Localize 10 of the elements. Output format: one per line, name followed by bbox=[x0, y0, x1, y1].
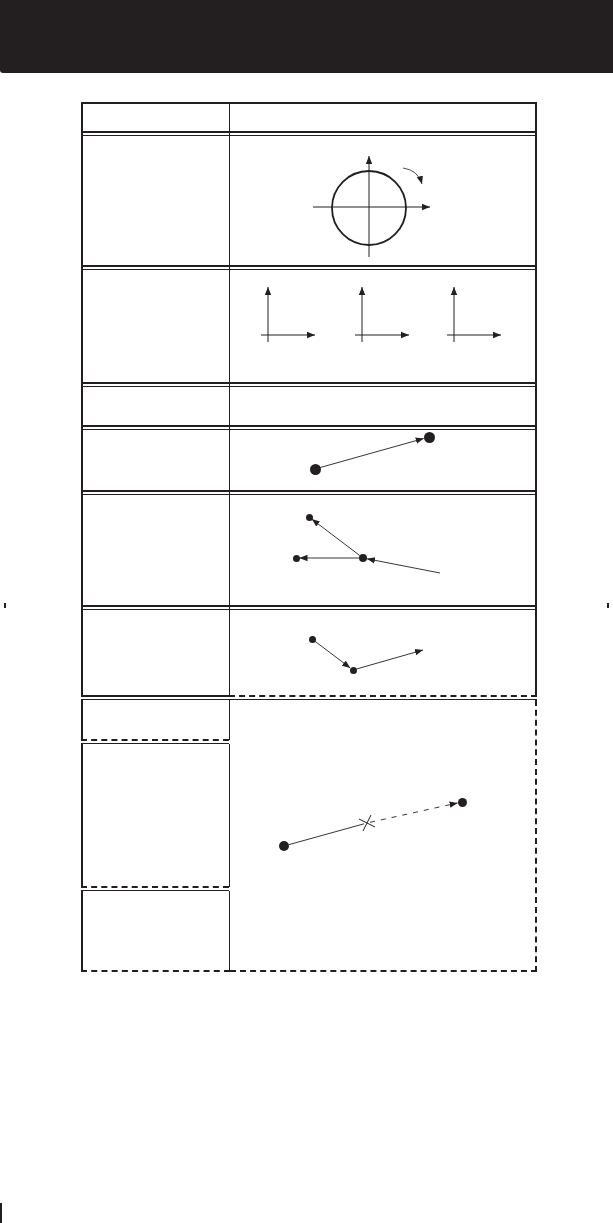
point-dot bbox=[308, 635, 316, 643]
point-dot bbox=[309, 463, 321, 475]
point-dot bbox=[349, 666, 357, 674]
point-dot bbox=[457, 797, 467, 807]
point-dot bbox=[359, 554, 367, 562]
point-dot bbox=[279, 841, 289, 851]
point-dot bbox=[423, 431, 435, 443]
cross-mark bbox=[358, 814, 376, 832]
point-dot bbox=[305, 513, 313, 521]
point-dot bbox=[292, 554, 300, 562]
